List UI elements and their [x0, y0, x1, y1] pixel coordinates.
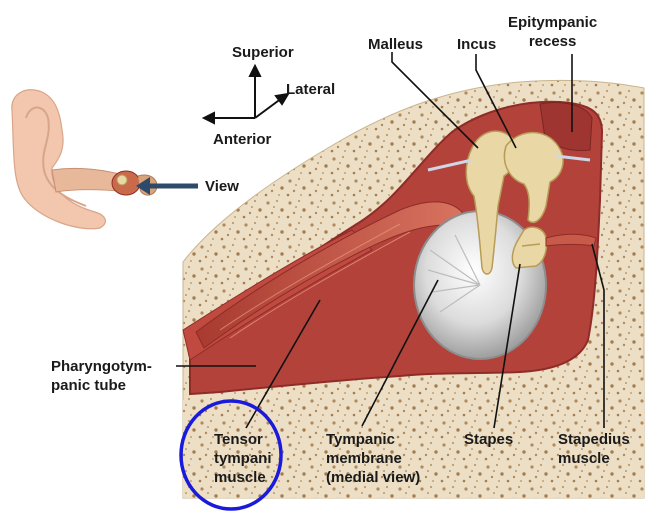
incus-label: Incus [457, 35, 496, 54]
stapes-label: Stapes [464, 430, 513, 449]
orientation-superior-label: Superior [232, 43, 294, 62]
malleus-label: Malleus [368, 35, 423, 54]
stapedius-muscle-shape [546, 234, 596, 246]
orientation-axes [204, 66, 288, 123]
orientation-lateral-label: Lateral [286, 80, 335, 99]
tympanic-membrane-label: Tympanic membrane (medial view) [326, 430, 420, 487]
view-label: View [205, 177, 239, 196]
tensor-tympani-label: Tensor tympani muscle [214, 430, 272, 487]
pharyngotympanic-tube-label: Pharyngotym- panic tube [51, 357, 152, 395]
auricle-shape [12, 90, 106, 229]
inset-ossicles [117, 175, 127, 185]
external-ear-inset [12, 90, 157, 229]
stapedius-muscle-label: Stapedius muscle [558, 430, 630, 468]
epitympanic-recess-label: Epitympanic recess [508, 13, 597, 51]
orientation-anterior-label: Anterior [213, 130, 271, 149]
